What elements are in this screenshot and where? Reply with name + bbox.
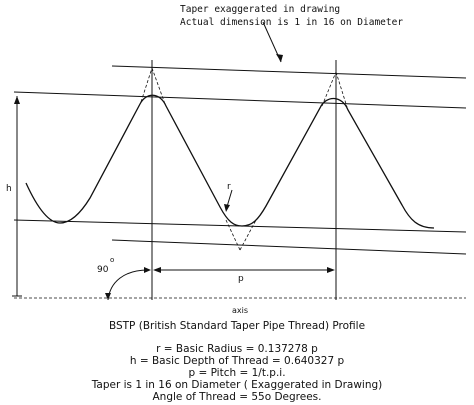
r-arrowhead: [224, 204, 230, 212]
root-taper-line-lower: [111, 239, 467, 255]
crest-vee-dashed-left-1: [140, 67, 153, 103]
p-label: p: [238, 274, 244, 284]
caption-taper: Taper is 1 in 16 on Diameter ( Exaggerat…: [91, 379, 383, 391]
p-arrowhead-left: [153, 267, 161, 273]
r-label: r: [227, 182, 231, 192]
crest-vee-dashed-left-2: [321, 71, 337, 107]
angle-arrowhead-bottom: [105, 293, 111, 300]
crest-taper-line: [13, 91, 467, 109]
caption-angle: Angle of Thread = 55o Degrees.: [152, 391, 322, 403]
axis-label: axis: [232, 306, 248, 315]
crest-taper-line-upper: [111, 65, 467, 79]
annotation-line-1: Taper exaggerated in drawing: [180, 4, 340, 15]
caption-pitch: p = Pitch = 1/t.p.i.: [188, 367, 286, 379]
root-vee-dashed-left: [225, 219, 241, 251]
h-label: h: [6, 184, 12, 194]
caption-radius: r = Basic Radius = 0.137278 p: [156, 343, 318, 355]
angle-degree-mark: o: [110, 256, 114, 264]
thread-profile-curve: [25, 94, 435, 229]
h-arrowhead-top: [14, 96, 20, 104]
angle-arrowhead-right: [144, 267, 151, 273]
angle-label: 90: [97, 265, 109, 275]
caption-title: BSTP (British Standard Taper Pipe Thread…: [108, 320, 366, 332]
p-arrowhead-right: [327, 267, 335, 273]
crest-vee-dashed-right-1: [151, 67, 166, 105]
angle-arc: [107, 269, 149, 301]
caption-depth: h = Basic Depth of Thread = 0.640327 p: [129, 355, 345, 367]
root-vee-dashed-right: [239, 219, 257, 251]
annotation-line-2: Actual dimension is 1 in 16 on Diameter: [180, 17, 403, 28]
crest-vee-dashed-right-2: [335, 71, 348, 108]
annotation-arrowhead: [276, 54, 283, 62]
